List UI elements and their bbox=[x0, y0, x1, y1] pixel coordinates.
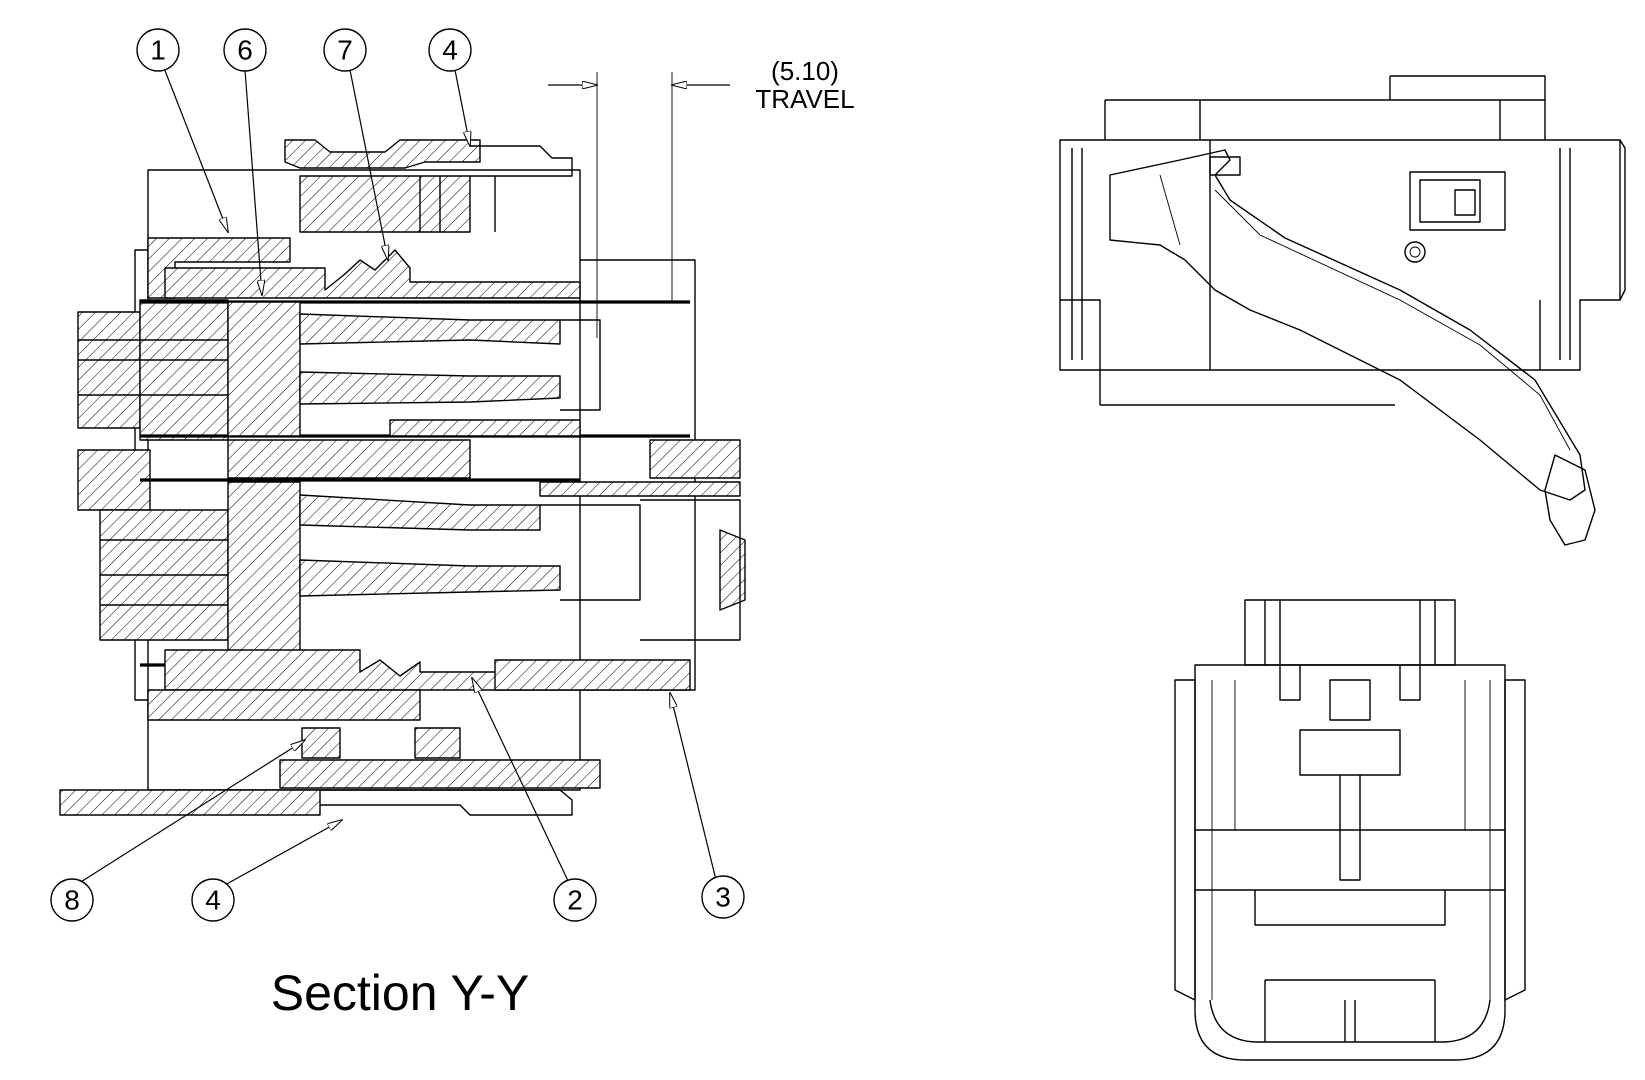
svg-text:1: 1 bbox=[150, 35, 166, 66]
balloon-7-top: 7 bbox=[323, 28, 367, 72]
balloon-4-top: 4 bbox=[428, 28, 472, 72]
svg-text:4: 4 bbox=[442, 35, 458, 66]
side-view bbox=[1059, 75, 1626, 546]
section-view bbox=[59, 72, 746, 816]
balloon-1-top: 1 bbox=[136, 28, 180, 72]
svg-text:6: 6 bbox=[237, 35, 253, 66]
front-view bbox=[1174, 599, 1526, 1061]
balloon-8-bottom: 8 bbox=[50, 878, 94, 922]
balloon-3-bottom: 3 bbox=[701, 875, 745, 919]
balloon-2-bottom: 2 bbox=[553, 878, 597, 922]
section-title: Section Y-Y bbox=[271, 965, 530, 1021]
svg-text:4: 4 bbox=[205, 885, 221, 916]
balloon-4-bottom: 4 bbox=[191, 878, 235, 922]
svg-text:2: 2 bbox=[567, 885, 583, 916]
balloon-6-top: 6 bbox=[223, 28, 267, 72]
dimension-value: (5.10) bbox=[771, 56, 839, 86]
svg-text:3: 3 bbox=[715, 882, 731, 913]
leader-lines bbox=[75, 67, 717, 886]
svg-text:8: 8 bbox=[64, 885, 80, 916]
dimension-label: TRAVEL bbox=[755, 84, 854, 114]
svg-text:7: 7 bbox=[337, 35, 353, 66]
